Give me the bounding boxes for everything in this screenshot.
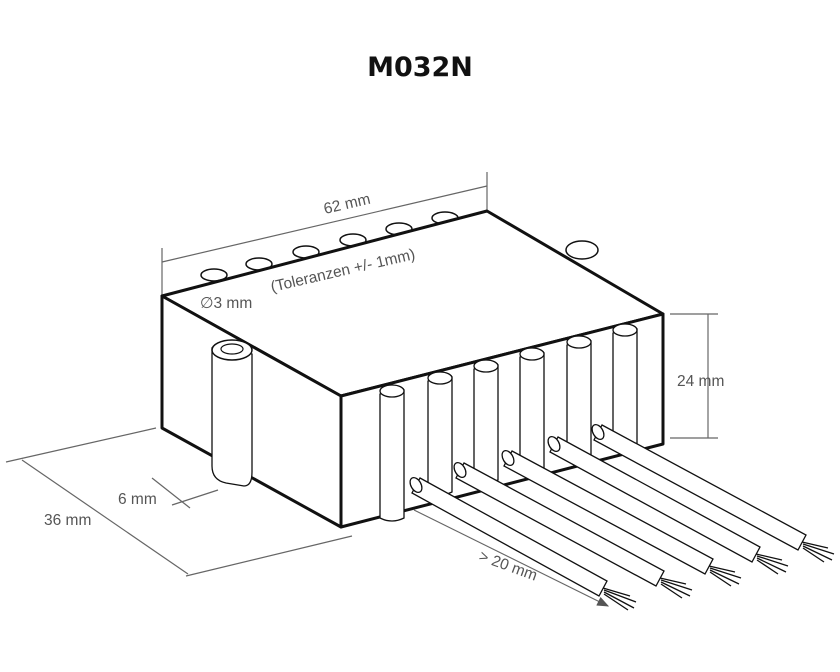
wires bbox=[409, 423, 835, 611]
height-dimension bbox=[670, 313, 718, 439]
module-body bbox=[160, 209, 665, 529]
mount-dimension bbox=[151, 477, 219, 509]
diagram-title: M032N bbox=[367, 52, 473, 83]
wire bbox=[409, 476, 637, 611]
mounting-post bbox=[211, 339, 253, 487]
wire-length-dimension bbox=[413, 509, 610, 607]
mount-label: 6 mm bbox=[118, 491, 157, 508]
hole-label: ∅3 mm bbox=[200, 295, 252, 312]
depth-label: 36 mm bbox=[44, 512, 91, 529]
wire bbox=[591, 423, 835, 563]
depth-dimension bbox=[5, 427, 353, 577]
side-tubes bbox=[379, 323, 638, 522]
height-label: 24 mm bbox=[677, 373, 724, 390]
wire bbox=[453, 461, 693, 599]
wire bbox=[547, 435, 789, 575]
wire bbox=[501, 449, 742, 587]
length-label: 62 mm bbox=[322, 191, 372, 218]
length-dimension bbox=[161, 172, 488, 296]
